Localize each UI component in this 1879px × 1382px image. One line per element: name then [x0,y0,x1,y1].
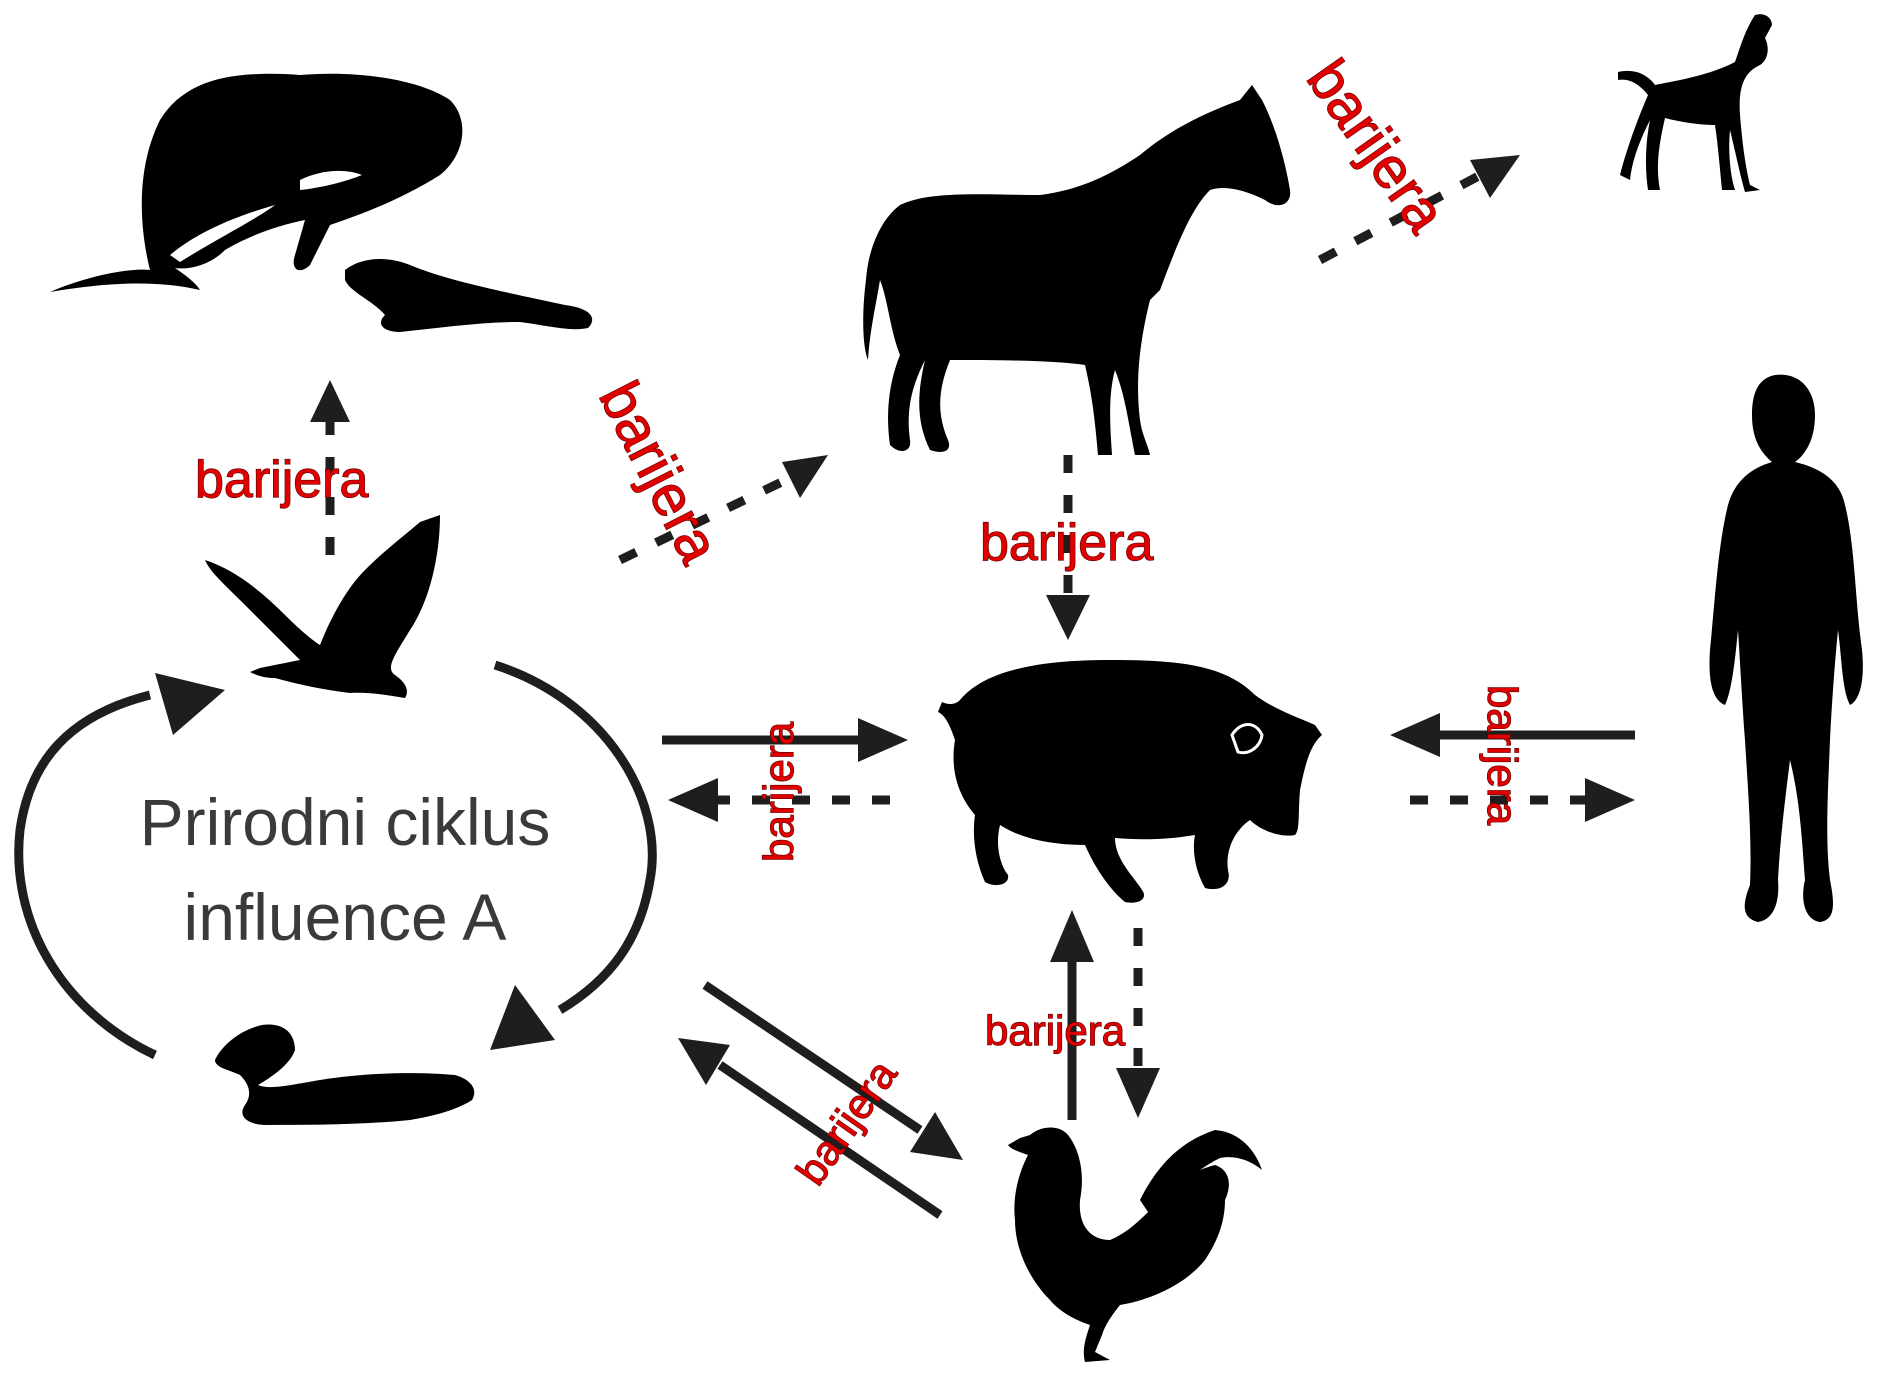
arrow-pig-to-chicken [1116,928,1160,1118]
chicken-silhouette [1008,1127,1262,1362]
bird-silhouette [205,515,440,698]
arrow-chicken-to-pig [1050,910,1094,1120]
arrow-chicken-to-cycle [678,1038,943,1219]
arrow-horse-to-dog [1317,155,1520,264]
arrow-bird-to-horse [618,455,828,565]
pig-silhouette [938,660,1322,903]
natural-cycle: Prirodni ciklus influence A [14,660,657,1060]
arrow-cycle-to-pig [662,718,908,762]
barrier-label-bird-horse: barijera [586,371,732,574]
arrow-bird-to-marine [310,380,350,555]
barrier-label-horse-dog: barijera [1294,48,1459,244]
barrier-label-pig-chicken: barijera [985,1007,1126,1054]
cycle-arrowhead-top [155,673,225,735]
cycle-title-line2: influence A [184,880,507,954]
barrier-label-pig-human: barijera [1479,685,1526,826]
cycle-arrowhead-bottom [490,985,555,1050]
duck-silhouette [215,1024,475,1125]
cycle-title-line1: Prirodni ciklus [140,785,551,859]
dog-silhouette [1618,14,1772,193]
arrow-pig-to-cycle [668,778,890,822]
human-silhouette [1709,374,1863,922]
barrier-label-bird-marine: barijera [195,451,368,509]
arrow-cycle-to-chicken [702,981,963,1160]
arrow-pig-to-human [1410,778,1635,822]
arrow-human-to-pig [1390,713,1635,757]
whale-silhouette [50,73,463,292]
barrier-label-cycle-pig: barijera [755,721,802,862]
seal-silhouette [345,258,593,332]
horse-silhouette [863,85,1291,455]
arrow-horse-to-pig [1046,455,1090,640]
barrier-label-horse-pig: barijera [980,514,1153,572]
